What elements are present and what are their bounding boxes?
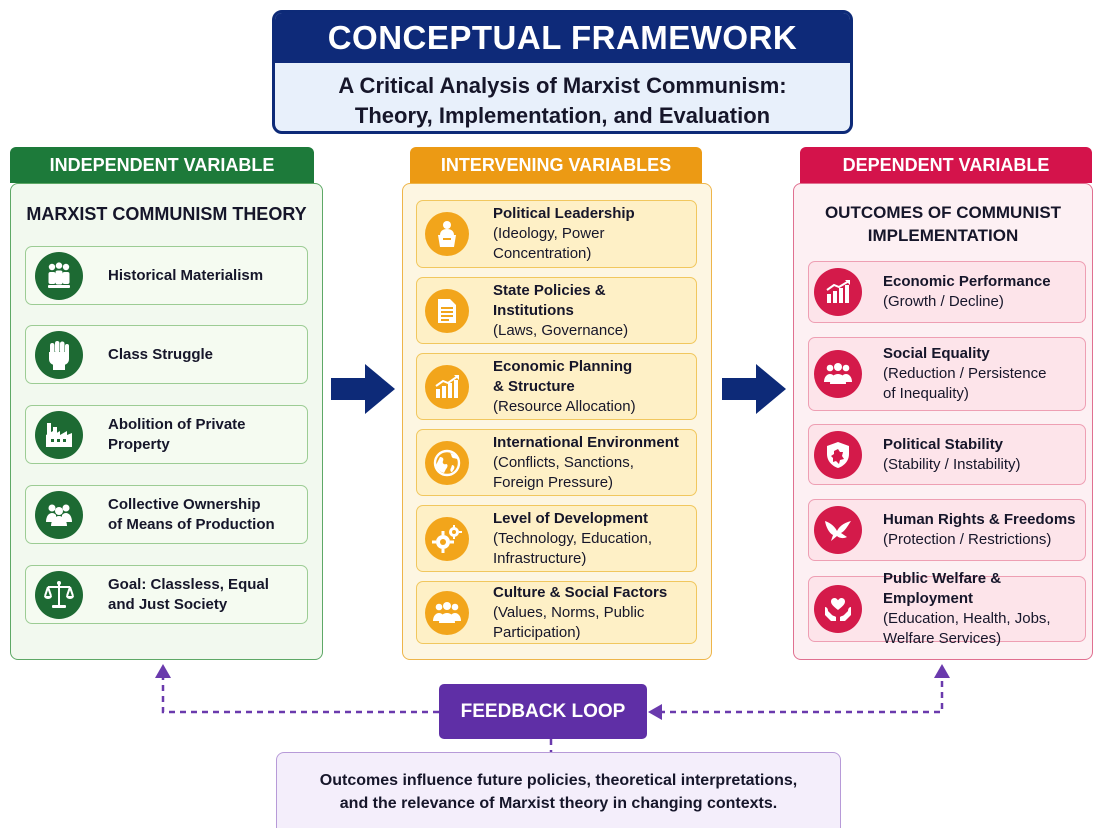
item-label-line-1: Abolition of Private	[108, 415, 246, 433]
feedback-line-right	[659, 676, 944, 714]
item-desc: (Protection / Restrictions)	[883, 531, 1052, 548]
item-desc-line-2: of Inequality)	[883, 385, 969, 402]
item-label-line-1: Goal: Classless, Equal	[108, 575, 269, 593]
arrowhead-up-icon	[934, 664, 950, 678]
subtitle: A Critical Analysis of Marxist Communism…	[275, 63, 850, 131]
item-desc-line-2: Concentration)	[493, 245, 592, 262]
item-desc-line-1: (Reduction / Persistence	[883, 365, 1047, 382]
item-desc-line-2: Welfare Services)	[883, 630, 1002, 647]
dependent-item-political-stability: Political Stability (Stability / Instabi…	[808, 424, 1086, 485]
item-desc-line-1: (Education, Health, Jobs,	[883, 610, 1051, 627]
item-desc: (Laws, Governance)	[493, 321, 629, 339]
document-icon	[425, 288, 469, 333]
independent-item-goal: Goal: Classless, Equal and Just Society	[25, 565, 308, 624]
dependent-header: DEPENDENT VARIABLE	[800, 147, 1092, 183]
item-title: Political Leadership	[493, 205, 635, 222]
subtitle-line-2: Theory, Implementation, and Evaluation	[354, 103, 771, 128]
shield-icon	[814, 430, 862, 479]
dove-icon	[814, 506, 862, 554]
item-desc-line-1: (Technology, Education,	[493, 529, 652, 547]
heart-hands-icon	[814, 585, 862, 633]
item-desc-line-1: (Conflicts, Sanctions,	[493, 453, 634, 471]
item-title-line-2: & Structure	[493, 377, 575, 395]
intervening-item-culture-social-factors: Culture & Social Factors (Values, Norms,…	[416, 581, 697, 644]
item-title: Level of Development	[493, 509, 649, 527]
item-desc: (Growth / Decline)	[883, 293, 1004, 310]
item-label-line-2: Property	[108, 435, 170, 453]
subtitle-line-1: A Critical Analysis of Marxist Communism…	[338, 73, 787, 98]
title-box: CONCEPTUAL FRAMEWORK A Critical Analysis…	[272, 10, 853, 134]
item-desc: (Stability / Instability)	[883, 455, 1021, 473]
dependent-item-human-rights: Human Rights & Freedoms (Protection / Re…	[808, 499, 1086, 561]
item-title-line-2: Institutions	[493, 301, 574, 319]
community-icon	[35, 490, 83, 539]
podium-speaker-icon	[425, 212, 469, 256]
intervening-item-international-environment: International Environment (Conflicts, Sa…	[416, 429, 697, 496]
item-label-line-2: and Just Society	[108, 595, 228, 613]
independent-item-historical-materialism: Historical Materialism	[25, 246, 308, 305]
item-desc-line-2: Infrastructure)	[493, 549, 587, 567]
intervening-header: INTERVENING VARIABLES	[410, 147, 702, 183]
people-group-icon	[814, 350, 862, 398]
arrowhead-up-icon	[155, 664, 171, 678]
intervening-item-political-leadership: Political Leadership (Ideology, Power Co…	[416, 200, 697, 268]
item-title: Human Rights & Freedoms	[883, 511, 1076, 528]
dependent-item-social-equality: Social Equality (Reduction / Persistence…	[808, 337, 1086, 411]
raised-fist-icon	[35, 330, 83, 379]
dependent-title-line-1: OUTCOMES OF COMMUNIST	[824, 203, 1062, 222]
independent-item-collective-ownership: Collective Ownership of Means of Product…	[25, 485, 308, 544]
item-title-line-1: State Policies &	[493, 281, 606, 299]
item-label-line-2: of Means of Production	[108, 515, 275, 533]
gears-icon	[425, 516, 469, 561]
independent-item-class-struggle: Class Struggle	[25, 325, 308, 384]
intervening-item-level-of-development: Level of Development (Technology, Educat…	[416, 505, 697, 572]
item-desc: (Resource Allocation)	[493, 397, 636, 415]
item-title: Culture & Social Factors	[493, 583, 668, 601]
item-desc-line-2: Participation)	[493, 623, 581, 641]
dependent-item-economic-performance: Economic Performance (Growth / Decline)	[808, 261, 1086, 323]
growth-chart-icon	[425, 364, 469, 409]
group-icon	[425, 590, 469, 635]
item-label: Historical Materialism	[108, 266, 264, 284]
item-desc-line-2: Foreign Pressure)	[493, 473, 614, 491]
item-title: Social Equality	[883, 345, 990, 362]
feedback-line-left	[161, 676, 439, 714]
arrowhead-left-icon	[648, 704, 662, 720]
factory-icon	[35, 410, 83, 459]
intervening-item-state-policies: State Policies & Institutions (Laws, Gov…	[416, 277, 697, 344]
item-title: Public Welfare & Employment	[883, 570, 1002, 607]
feedback-loop-label: FEEDBACK LOOP	[439, 684, 647, 739]
dependent-title: OUTCOMES OF COMMUNIST IMPLEMENTATION	[793, 201, 1093, 247]
item-title-line-1: Economic Planning	[493, 357, 633, 375]
feedback-note-line-1: Outcomes influence future policies, theo…	[319, 772, 798, 789]
people-group-icon	[35, 251, 83, 300]
independent-header: INDEPENDENT VARIABLE	[10, 147, 314, 183]
scales-icon	[35, 570, 83, 619]
feedback-note: Outcomes influence future policies, theo…	[276, 752, 841, 828]
dependent-item-public-welfare: Public Welfare & Employment (Education, …	[808, 570, 1086, 647]
title-bar: CONCEPTUAL FRAMEWORK	[275, 13, 850, 63]
item-desc-line-1: (Ideology, Power	[493, 225, 605, 242]
page-title: CONCEPTUAL FRAMEWORK	[327, 19, 798, 56]
globe-icon	[425, 440, 469, 485]
item-desc-line-1: (Values, Norms, Public	[493, 603, 645, 621]
feedback-note-line-2: and the relevance of Marxist theory in c…	[339, 795, 778, 812]
right-arrow-icon	[722, 364, 786, 414]
bar-chart-up-icon	[814, 268, 862, 316]
intervening-item-economic-planning: Economic Planning & Structure (Resource …	[416, 353, 697, 420]
item-label: Class Struggle	[108, 345, 214, 363]
item-title: Economic Performance	[883, 273, 1051, 290]
independent-title: MARXIST COMMUNISM THEORY	[26, 204, 307, 224]
item-title: Political Stability	[883, 435, 1004, 453]
dependent-title-line-2: IMPLEMENTATION	[867, 226, 1019, 245]
right-arrow-icon	[331, 364, 395, 414]
item-title: International Environment	[493, 433, 679, 451]
item-label-line-1: Collective Ownership	[108, 495, 261, 513]
independent-item-abolition-of-private-property: Abolition of Private Property	[25, 405, 308, 464]
